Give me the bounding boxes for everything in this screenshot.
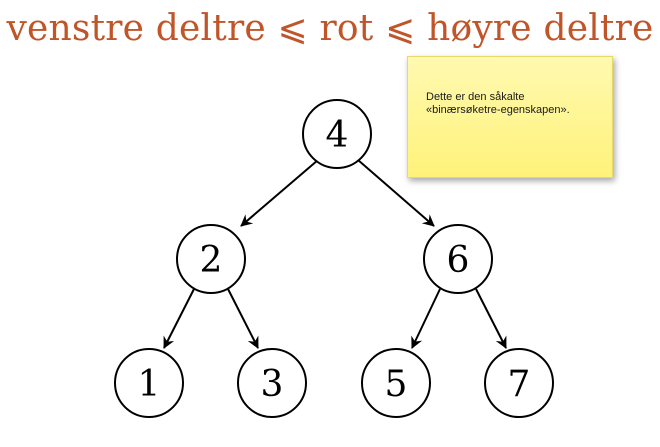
node-left-left: 1 (114, 348, 184, 418)
node-right-left: 5 (361, 348, 431, 418)
node-left: 2 (176, 224, 246, 294)
node-root-label: 4 (326, 115, 349, 156)
edge-4-2 (240, 159, 319, 227)
node-root: 4 (302, 99, 372, 169)
edge-4-6 (357, 159, 435, 227)
node-right-left-label: 5 (385, 364, 408, 405)
node-left-left-label: 1 (138, 364, 161, 405)
sticky-note[interactable]: Dette er den såkalte «binærsøketre-egens… (407, 56, 613, 178)
node-right: 6 (423, 224, 493, 294)
edge-6-5 (411, 288, 441, 349)
node-left-label: 2 (200, 240, 223, 281)
sticky-note-line-2: «binærsøketre-egenskapen». (426, 104, 570, 116)
edge-6-7 (475, 288, 507, 349)
sticky-note-line-1: Dette er den såkalte (426, 91, 525, 103)
node-left-right-label: 3 (261, 364, 284, 405)
edge-2-3 (227, 288, 259, 349)
edge-2-1 (163, 288, 195, 349)
node-right-right: 7 (484, 348, 554, 418)
node-right-right-label: 7 (508, 364, 531, 405)
node-right-label: 6 (447, 240, 470, 281)
node-left-right: 3 (237, 348, 307, 418)
diagram-title: venstre deltre ⩽ rot ⩽ høyre deltre (6, 8, 654, 49)
